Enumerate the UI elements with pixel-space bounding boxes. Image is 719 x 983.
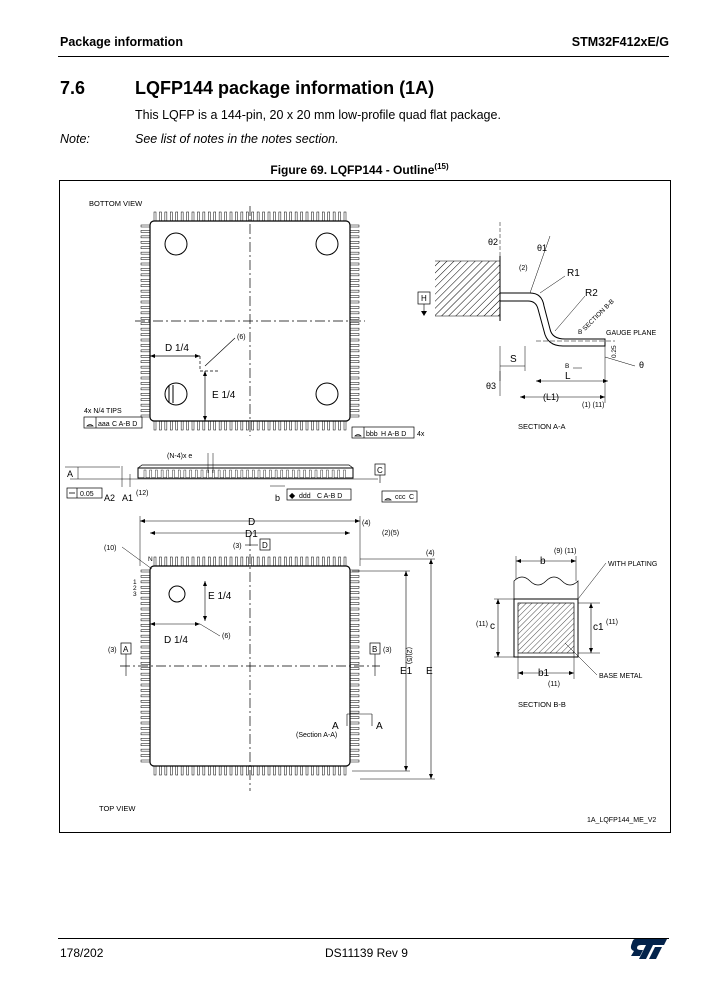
d1-notes: (2)(5): [382, 530, 399, 537]
l1-notes: (1) (11): [582, 402, 604, 409]
header-left: Package information: [60, 35, 183, 49]
section-bb-diag: SECTION B-B: [581, 298, 615, 332]
bb-note9: (9) (11): [554, 548, 576, 555]
b-marker-bottom: B: [565, 363, 569, 370]
base-metal-label: BASE METAL: [599, 673, 643, 680]
ddd-label: ddd: [299, 493, 311, 500]
section-a-left: A: [332, 721, 339, 732]
theta-label: θ: [639, 360, 644, 370]
tips-aaa: aaa: [98, 421, 110, 428]
datum-h: H: [421, 294, 427, 303]
b-marker-top: B: [578, 329, 582, 336]
st-logo-icon: [629, 937, 669, 966]
e-note4: (4): [426, 550, 435, 557]
drawing-code: 1A_LQFP144_ME_V2: [587, 817, 656, 824]
tips-label: 4x N/4 TIPS: [84, 408, 122, 415]
b1-note11: (11): [548, 681, 560, 688]
section-aa-ref: (Section A-A): [296, 732, 337, 739]
section-number: 7.6: [60, 78, 86, 98]
datum-a-note3: (3): [108, 647, 117, 654]
theta2-label: θ2: [488, 237, 498, 247]
header-rule: [58, 56, 669, 57]
with-plating-label: WITH PLATING: [608, 561, 657, 568]
header-right: STM32F412xE/G: [571, 35, 669, 49]
bbb-x4: 4x: [417, 431, 425, 438]
footer-rule: [58, 938, 669, 939]
datum-d: D: [262, 541, 268, 550]
intro-paragraph: This LQFP is a 144-pin, 20 x 20 mm low-p…: [135, 108, 501, 122]
side-view-pins: [143, 469, 346, 479]
figure-caption-text: Figure 69. LQFP144 - Outline: [270, 163, 435, 177]
r2-label: R2: [585, 288, 598, 299]
ccc-label: ccc: [395, 494, 406, 501]
datum-b-note3: (3): [383, 647, 392, 654]
gauge-plane-label: GAUGE PLANE: [606, 330, 657, 337]
dim-e1: E1: [400, 666, 413, 677]
bbb-ref: H A-B D: [381, 431, 406, 438]
bottom-e14: E 1/4: [212, 390, 236, 401]
bottom-view-label: BOTTOM VIEW: [89, 199, 143, 208]
section-title: LQFP144 package information (1A): [135, 78, 435, 98]
l-label: L: [565, 371, 571, 382]
coplanarity-005: 0.05: [80, 491, 94, 498]
datum-c: C: [377, 466, 383, 475]
figure-caption-note: (15): [434, 162, 449, 171]
note-12: (12): [136, 490, 148, 497]
ddd-ref: C A-B D: [317, 493, 342, 500]
c-note11: (11): [476, 621, 488, 628]
theta3-label: θ3: [486, 381, 496, 391]
c1-note11: (11): [606, 619, 618, 626]
datum-b: B: [372, 645, 377, 654]
tips-ref: C A-B D: [112, 421, 137, 428]
bbb-label: bbb: [366, 431, 378, 438]
note-text: See list of notes in the notes section.: [135, 132, 339, 146]
e1-notes: (2)(5): [405, 647, 412, 664]
dim-d: D: [248, 517, 255, 528]
d-note4: (4): [362, 520, 371, 527]
dim-d1: D1: [245, 529, 258, 540]
bottom-note6: (6): [237, 334, 246, 341]
l1-label: (L1): [543, 392, 559, 402]
section-aa-label: SECTION A-A: [518, 422, 566, 431]
pin-2: 2: [133, 585, 137, 592]
outline-drawing: BOTTOM VIEW D 1/4 E 1/4 (6) 4x N/4 TIPS …: [65, 199, 657, 824]
dim-b: b: [275, 493, 280, 503]
dim-a1: A1: [122, 493, 133, 503]
pin-n: N: [148, 556, 153, 563]
dim-a2: A2: [104, 493, 115, 503]
ccc-ref: C: [409, 494, 414, 501]
figure-caption: Figure 69. LQFP144 - Outline(15): [0, 162, 719, 177]
theta1-label: θ1: [537, 243, 547, 253]
doc-revision: DS11139 Rev 9: [325, 946, 408, 960]
bottom-d14: D 1/4: [165, 343, 189, 354]
bottom-view-pins: [140, 211, 360, 431]
section-bb-label: SECTION B-B: [518, 700, 566, 709]
dim-b1: b1: [538, 668, 550, 679]
section-note2: (2): [519, 265, 528, 272]
pitch-label: (N-4)x e: [167, 453, 192, 460]
package-outline-figure: BOTTOM VIEW D 1/4 E 1/4 (6) 4x N/4 TIPS …: [59, 180, 671, 833]
dim-c1: c1: [593, 622, 604, 633]
dim-c: c: [490, 621, 495, 632]
d025-label: 0.25: [611, 345, 618, 358]
pin-1: 1: [133, 579, 137, 586]
dim-a: A: [67, 469, 73, 479]
r1-label: R1: [567, 268, 580, 279]
datum-d-note3: (3): [233, 543, 242, 550]
bb-b: b: [540, 556, 546, 567]
pin-3: 3: [133, 591, 137, 598]
s-label: S: [510, 354, 517, 365]
top-view-label: TOP VIEW: [99, 804, 136, 813]
top-note6: (6): [222, 633, 231, 640]
page-number: 178/202: [60, 946, 104, 960]
top-e14: E 1/4: [208, 591, 232, 602]
section-a-right: A: [376, 721, 383, 732]
note-10: (10): [104, 545, 116, 552]
svg-text:◆: ◆: [289, 491, 296, 500]
datum-a: A: [123, 645, 129, 654]
dim-e: E: [426, 666, 433, 677]
top-d14: D 1/4: [164, 635, 188, 646]
note-label: Note:: [60, 132, 90, 146]
pin1-marker: [164, 382, 188, 406]
